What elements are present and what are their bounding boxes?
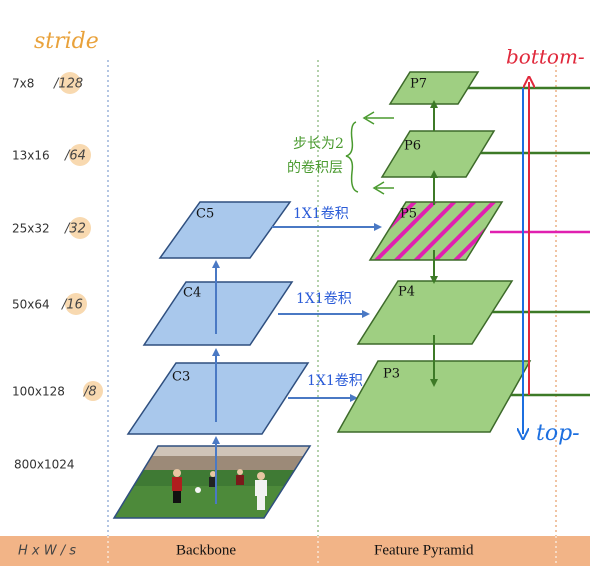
stride-bubble xyxy=(83,381,103,401)
footer-hws: H x W / s xyxy=(18,544,76,559)
stride-bubble xyxy=(69,217,91,239)
stride-bubble xyxy=(69,144,91,166)
footer-band: H x W / s Backbone Feature Pyramid xyxy=(0,536,590,566)
footer-backbone: Backbone xyxy=(176,542,236,558)
resolution-label: 800x1024 xyxy=(14,458,75,472)
stride-value: /32 xyxy=(64,222,86,237)
pyramid-p3: P3 xyxy=(336,360,532,433)
level-label: C3 xyxy=(172,370,190,385)
row-labels: 7x8 /128 13x16 /64 25x32 /32 50x64 /16 1… xyxy=(12,72,103,472)
resolution-label: 7x8 xyxy=(12,77,34,91)
resolution-label: 50x64 xyxy=(12,298,50,312)
level-label: P4 xyxy=(398,285,415,300)
conv1x1-annotation: 1X1卷积 xyxy=(296,291,352,307)
backbone-c5: C5 xyxy=(158,201,292,259)
top-label: top- xyxy=(536,421,580,446)
stride2-note-line1: 步长为2 xyxy=(293,136,344,152)
pyramid-p7: P7 xyxy=(388,71,480,105)
stride-value: /64 xyxy=(64,149,86,164)
bottom-label: bottom- xyxy=(506,45,585,69)
level-label: C4 xyxy=(183,286,201,301)
stride-header: stride xyxy=(34,29,99,54)
stride-bubble xyxy=(65,293,87,315)
stride2-note-line2: 的卷积层 xyxy=(287,160,343,176)
resolution-label: 13x16 xyxy=(12,149,50,163)
stride-bubble xyxy=(59,72,81,94)
pyramid-p6: P6 xyxy=(380,130,496,178)
stride-value: /128 xyxy=(53,77,83,92)
level-label: P3 xyxy=(383,367,400,382)
resolution-label: 25x32 xyxy=(12,222,50,236)
footer-pyramid: Feature Pyramid xyxy=(374,542,474,558)
conv1x1-annotation: 1X1卷积 xyxy=(293,206,349,222)
level-label: P5 xyxy=(400,207,417,222)
conv1x1-annotation: 1X1卷积 xyxy=(307,373,363,389)
stride2-note: 步长为2 的卷积层 xyxy=(287,111,394,195)
stride-value: /8 xyxy=(83,385,97,400)
input-image xyxy=(112,445,312,519)
level-label: C5 xyxy=(196,207,214,222)
backbone-c3: C3 xyxy=(126,362,310,435)
backbone-c4: C4 xyxy=(142,281,294,346)
pyramid-p5: P5 xyxy=(368,201,504,261)
pyramid-p4: P4 xyxy=(356,280,514,345)
resolution-label: 100x128 xyxy=(12,385,65,399)
level-label: P6 xyxy=(404,139,421,154)
level-label: P7 xyxy=(410,77,427,92)
stride-value: /16 xyxy=(61,298,83,313)
